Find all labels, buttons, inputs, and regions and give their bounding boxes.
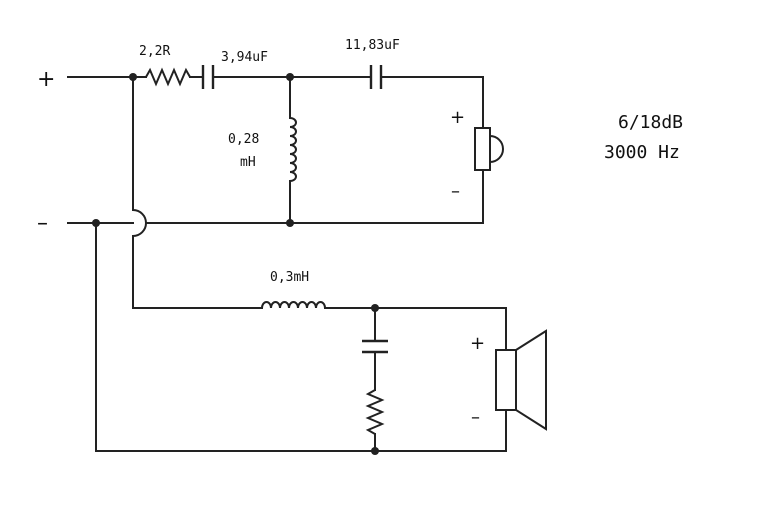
tweeter-plus-label: +: [450, 107, 465, 128]
series-resistor: [145, 67, 191, 87]
series-capacitor: [201, 65, 215, 89]
tweeter-minus-label: –: [451, 181, 460, 202]
shunt-inductor-unit-label: mH: [240, 155, 256, 170]
junction-shunt-ground: [286, 219, 294, 227]
woofer-minus-label: –: [471, 407, 480, 428]
frequency-spec: 3000 Hz: [604, 142, 680, 163]
zobel-capacitor: [362, 339, 388, 354]
input-minus-terminal: –: [37, 211, 48, 236]
wire-crossover-hop: [131, 208, 147, 238]
input-plus-terminal: +: [37, 67, 55, 92]
ground-return-wire: [95, 222, 507, 452]
woofer: [495, 329, 547, 431]
woofer-inductor: [261, 301, 326, 309]
woofer-inductor-label: 0,3mH: [270, 270, 309, 285]
woofer-plus-label: +: [470, 333, 485, 354]
tweeter: [474, 127, 504, 171]
series-capacitor-label: 3,94uF: [221, 50, 268, 65]
zobel-resistor: [365, 389, 385, 435]
positive-vertical-feed-lower: [132, 235, 263, 309]
tweeter-positive-wire: [380, 76, 484, 129]
tweeter-capacitor-label: 11,83uF: [345, 38, 400, 53]
series-resistor-label: 2,2R: [139, 44, 170, 59]
woofer-positive-wire: [374, 307, 507, 351]
slope-spec: 6/18dB: [618, 112, 683, 133]
shunt-inductor-value-label: 0,28: [228, 132, 259, 147]
shunt-inductor: [289, 117, 297, 182]
tweeter-capacitor: [369, 65, 383, 89]
junction-zobel-ground: [371, 447, 379, 455]
